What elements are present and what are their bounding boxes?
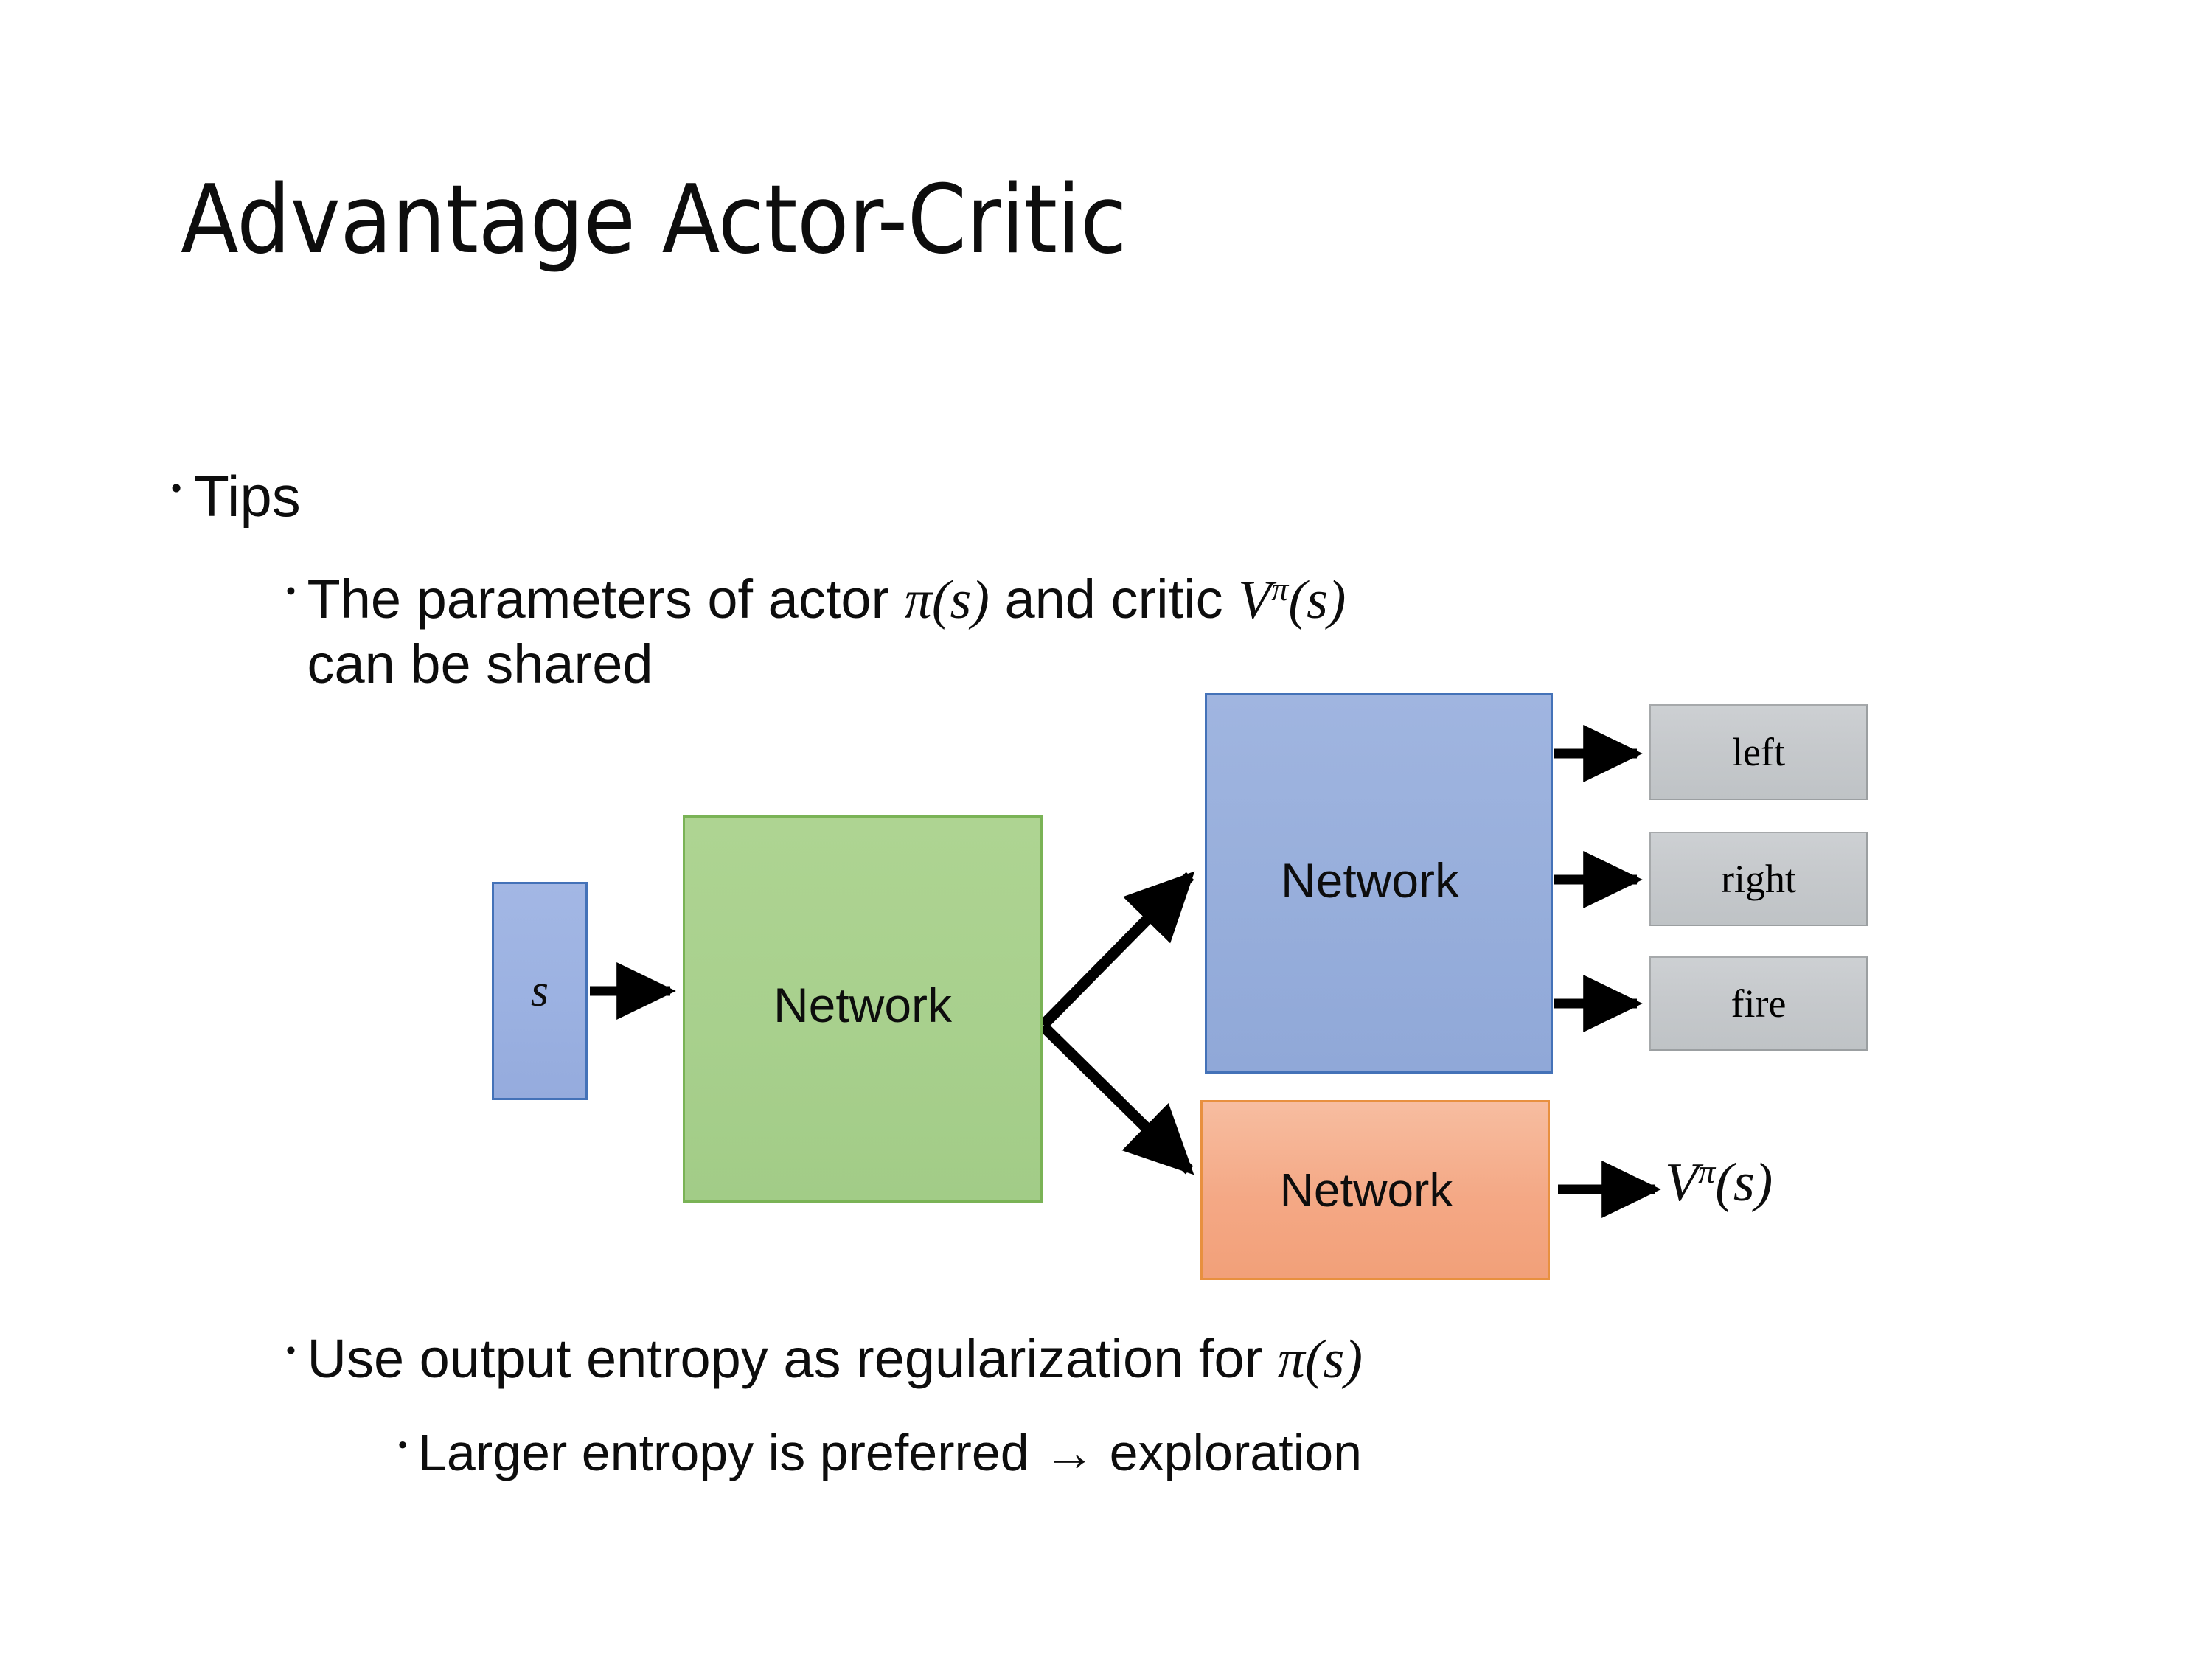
bullet-shared-parameters: • The parameters of actor π(s) and criti… bbox=[286, 568, 2056, 696]
bullet-marker-icon: • bbox=[286, 1335, 296, 1366]
actor-network-label: Network bbox=[1280, 853, 1460, 908]
bullet-exploration: • Larger entropy is preferred → explorat… bbox=[398, 1423, 2168, 1483]
page-title: Advantage Actor-Critic bbox=[181, 165, 1127, 275]
state-input-label: s bbox=[530, 965, 549, 1016]
math-critic-superscript: π bbox=[1271, 570, 1289, 608]
value-function-output: Vπ(s) bbox=[1665, 1150, 1773, 1214]
actor-network-box: Network bbox=[1205, 693, 1553, 1074]
state-input-box: s bbox=[492, 882, 588, 1100]
bullet-tips-label: Tips bbox=[194, 464, 301, 529]
math-entropy-pi: π bbox=[1277, 1329, 1305, 1390]
bullet-entropy-text: Use output entropy as regularization for… bbox=[307, 1327, 2056, 1392]
bullet-entropy-text-lead: Use output entropy as regularization for bbox=[307, 1328, 1278, 1389]
bullet-exploration-label: Larger entropy is preferred → exploratio… bbox=[417, 1424, 1363, 1481]
bullet-shared-text: The parameters of actor π(s) and critic … bbox=[307, 568, 2056, 696]
math-critic-args: (s) bbox=[1288, 570, 1346, 630]
bullet-tips: • Tips bbox=[171, 463, 1056, 529]
bullet-shared-text-lead: The parameters of actor bbox=[307, 568, 905, 630]
math-actor-pi: π bbox=[904, 570, 932, 630]
arrow-shared-to-actor bbox=[1039, 871, 1195, 1029]
action-output-left-label: left bbox=[1732, 730, 1785, 774]
bullet-marker-icon: • bbox=[398, 1430, 408, 1460]
action-output-right: right bbox=[1649, 832, 1868, 926]
bullet-shared-text-mid: and critic bbox=[989, 568, 1239, 630]
arrow-shared-to-critic bbox=[1039, 1022, 1194, 1175]
value-function-symbol: V bbox=[1665, 1152, 1699, 1213]
critic-network-label: Network bbox=[1279, 1164, 1453, 1217]
shared-network-label: Network bbox=[773, 977, 953, 1032]
action-output-left: left bbox=[1649, 704, 1868, 800]
bullet-marker-icon: • bbox=[286, 575, 296, 606]
math-critic-v: V bbox=[1238, 570, 1272, 630]
action-output-right-label: right bbox=[1721, 857, 1796, 901]
action-output-fire: fire bbox=[1649, 956, 1868, 1051]
math-entropy-args: (s) bbox=[1304, 1329, 1363, 1390]
bullet-shared-text-tail: can be shared bbox=[307, 633, 653, 695]
math-actor-args: (s) bbox=[931, 570, 990, 630]
action-output-fire-label: fire bbox=[1731, 981, 1787, 1026]
value-function-args: (s) bbox=[1715, 1152, 1773, 1213]
bullet-entropy-regularization: • Use output entropy as regularization f… bbox=[286, 1327, 2056, 1392]
value-function-superscript: π bbox=[1698, 1152, 1716, 1191]
bullet-marker-icon: • bbox=[171, 470, 182, 505]
critic-network-box: Network bbox=[1200, 1100, 1550, 1280]
shared-network-box: Network bbox=[683, 815, 1043, 1203]
